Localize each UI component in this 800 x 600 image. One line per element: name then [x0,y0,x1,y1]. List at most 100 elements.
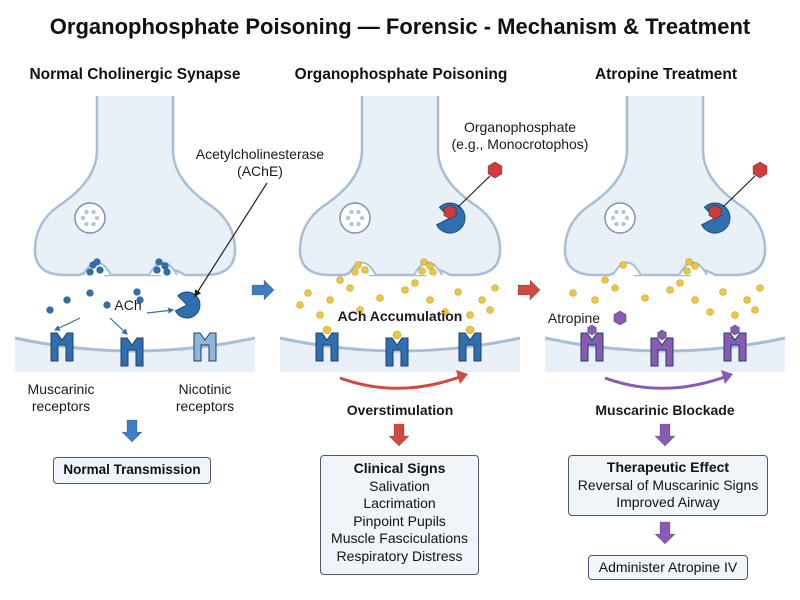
muscarinic-blockade-label: Muscarinic Blockade [595,402,735,418]
muscarinic-receptor [120,337,144,367]
ach-molecule [691,296,699,304]
organophosphate-pointer-line [722,175,756,208]
postsynaptic-membrane [279,336,521,353]
vesicle-dot [621,221,626,227]
ach-molecule [706,308,714,316]
postsynaptic-membrane [544,336,786,353]
vesicle-dot [614,221,619,227]
ach-molecule [354,261,362,269]
ach-molecule [601,276,609,284]
organophosphate-label: Organophosphate (e.g., Monocrotophos) [430,119,610,153]
ach-molecule [466,311,474,319]
atropine-label: Atropine [547,310,601,326]
blocked-receptor [723,332,747,362]
vesicle-dot [356,209,361,215]
enzyme-label-line-2: (AChE) [237,163,283,179]
clinical-signs-box: Clinical Signs Salivation Lacrimation Pi… [320,455,479,575]
ach-molecule [491,284,499,292]
blockade-curve-arrow [604,373,731,390]
blocked-muscarinic-receptor [580,332,604,362]
normal-transmission-box: Normal Transmission [53,457,211,484]
ach-molecule [751,306,759,314]
ach-molecule [426,262,434,270]
ach-molecule [683,267,691,275]
ach-molecule [103,301,111,309]
ach-molecule [486,306,494,314]
ach-molecule [46,306,54,314]
bound-atropine [730,324,740,336]
ach-molecule [719,288,727,296]
ach-molecule [376,294,384,302]
muscarinic-label-line-2: receptors [31,398,91,414]
ach-molecule [346,284,354,292]
vesicle-dot [624,215,630,221]
presynaptic-terminal [33,96,237,277]
ach-molecule [756,284,764,292]
ach-molecule [591,296,599,304]
vesicle-dot [621,209,626,215]
ach-molecule [86,268,94,276]
ach-diffusion-arrow [53,317,81,331]
flow-arrow-down [121,419,143,443]
ach-molecule [441,308,449,316]
bound-ach [392,330,402,340]
nicotinic-label-line-1: Nicotinic [178,381,232,397]
ach-molecule [418,267,426,275]
ach-molecule [641,294,649,302]
therapeutic-effect-title: Therapeutic Effect [606,459,730,475]
ach-molecule [666,286,674,294]
ach-molecule [420,258,428,266]
ach-label: ACh [114,297,142,313]
muscarinic-receptor [385,337,409,367]
bound-atropine [657,329,667,341]
ach-molecule [86,289,94,297]
administer-atropine-box: Administer Atropine IV [588,555,748,580]
postsynaptic-membrane [14,336,256,353]
bound-ach [465,325,475,335]
ach-molecule [478,296,486,304]
ach-molecule [136,296,144,304]
vesicle-dot [349,221,354,227]
clinical-sign-item: Muscle Fasciculations [331,530,468,546]
enzyme-pointer-line [194,182,268,298]
ach-molecule [619,261,627,269]
ach-molecule [361,266,369,274]
flow-arrow-down [388,423,410,447]
ach-accumulation-label: ACh Accumulation [337,308,463,324]
ach-molecule [429,268,437,276]
vesicle-dot [349,209,354,215]
overstimulation-label: Overstimulation [346,402,454,418]
ach-molecule [93,258,101,266]
muscarinic-label-line-1: Muscarinic [27,381,95,397]
clinical-signs-title: Clinical Signs [353,460,446,476]
ach-molecule [691,262,699,270]
ach-diffusion-arrow [109,317,128,335]
postsynaptic-cell [280,338,520,372]
vesicle-dot [359,215,365,221]
bound-ach [322,325,332,335]
ach-molecule [351,268,359,276]
ach-molecule [96,266,104,274]
organophosphate-bound [443,204,457,220]
nicotinic-receptors-label: Nicotinic receptors [160,381,250,415]
nicotinic-label-line-2: receptors [175,398,235,414]
bound-atropine [587,324,597,336]
vesicle-dot [84,221,89,227]
vesicle-dot [345,215,351,221]
organophosphate-pointer-line [457,175,491,208]
ach-molecule [685,258,693,266]
ach-molecule [316,311,324,319]
blocked-muscarinic-receptor [650,337,674,367]
ach-molecule [163,268,171,276]
vesicle-dot [614,209,619,215]
ach-molecule [426,296,434,304]
ach-molecule [401,286,409,294]
synaptic-vesicle [604,202,636,234]
muscarinic-receptor [50,332,74,362]
ach-molecule [356,306,364,314]
nicotinic-receptor [458,332,482,362]
ach-diffusion-arrow [146,307,175,314]
ach-molecule [336,276,344,284]
vesicle-dot [91,209,96,215]
vesicle-dot [80,215,86,221]
